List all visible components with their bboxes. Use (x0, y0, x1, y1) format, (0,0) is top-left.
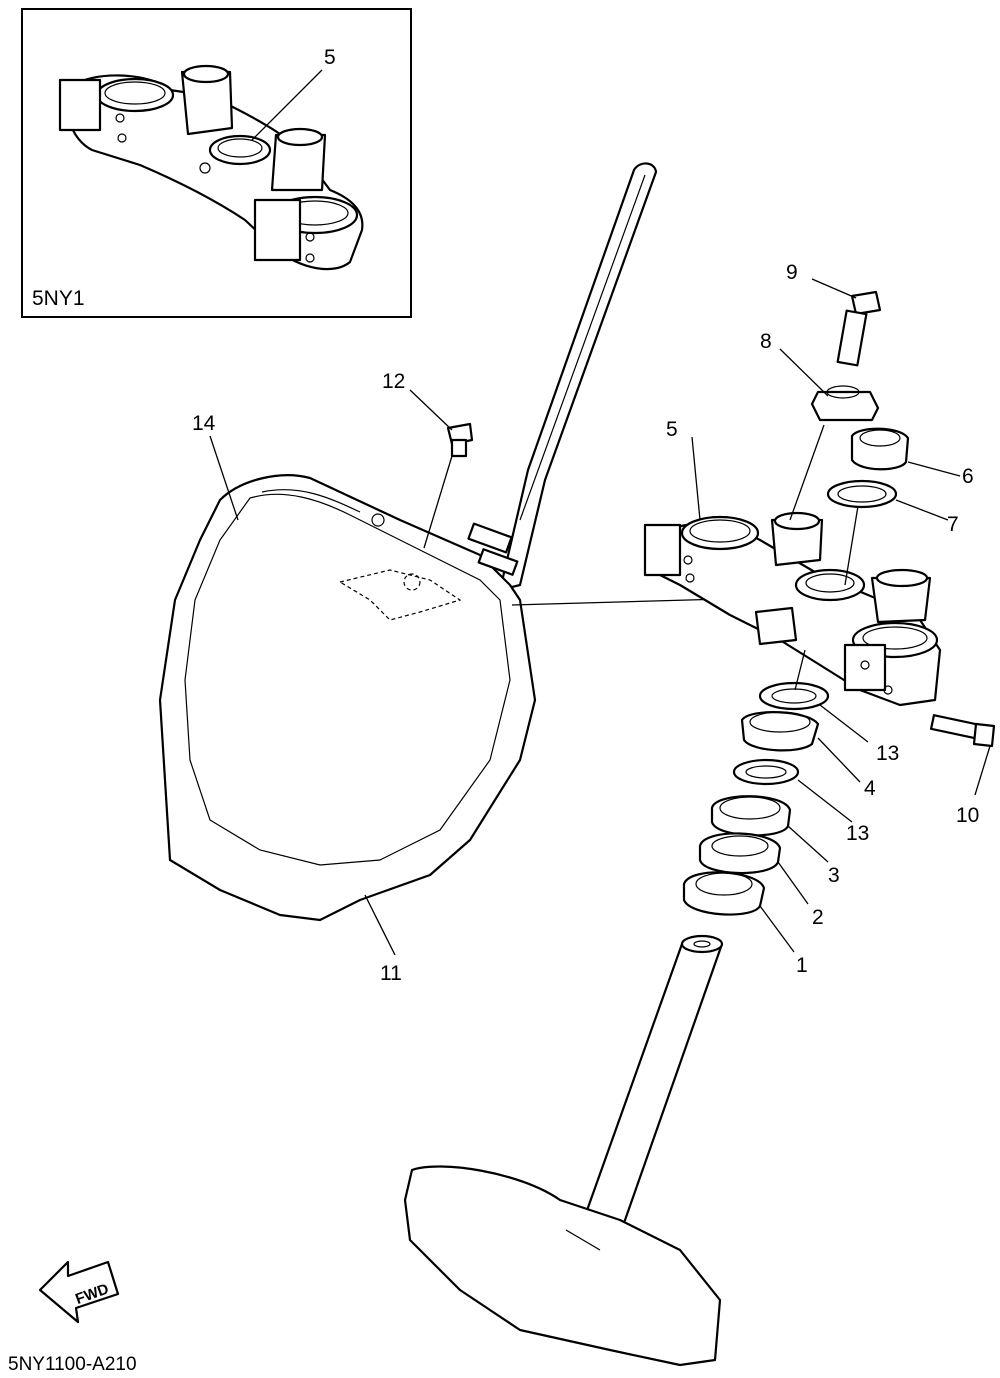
diagram-code: 5NY1100-A210 (8, 1354, 137, 1375)
callout-3: 3 (828, 864, 840, 887)
bolt-10-drawing (929, 714, 996, 748)
callout-5: 5 (666, 418, 678, 441)
number-plate-drawing (158, 162, 761, 922)
callout-10: 10 (956, 804, 979, 827)
washer-13-upper-drawing (758, 681, 830, 711)
callout-4: 4 (864, 777, 876, 800)
nut-6-drawing (850, 427, 910, 471)
inset-model-label: 5NY1 (32, 287, 85, 310)
callout-11: 11 (380, 962, 402, 985)
fwd-arrow: FWD (38, 1260, 120, 1324)
callout-2: 2 (812, 906, 824, 929)
callout-labels: 9 8 5 6 7 13 4 10 13 3 2 1 12 14 11 (192, 261, 979, 985)
callout-13-upper: 13 (876, 742, 899, 765)
steering-stem-drawing (403, 934, 724, 1367)
inset-callout-5: 5 (324, 46, 336, 69)
callout-6: 6 (962, 465, 974, 488)
leader-lines (209, 278, 991, 956)
callout-7: 7 (947, 513, 959, 536)
seal-1-drawing (682, 871, 766, 916)
inset-upper-bracket-drawing (58, 64, 364, 271)
callout-9: 9 (786, 261, 798, 284)
bearing-2-drawing (698, 832, 782, 875)
bolt-9-drawing (836, 290, 882, 367)
callout-12: 12 (382, 370, 405, 393)
ring-nut-4-drawing (740, 711, 820, 752)
washer-13-lower-drawing (732, 758, 800, 786)
inset-panel: 5 5NY1 (21, 8, 412, 318)
lower-bracket-5-drawing (643, 511, 942, 707)
callout-8: 8 (760, 330, 772, 353)
washer-7-drawing (826, 479, 898, 509)
handlebar-holder-8-drawing (810, 385, 880, 422)
bearing-cover-3-drawing (710, 795, 792, 837)
bolt-12-drawing (446, 422, 474, 458)
callout-1: 1 (796, 954, 808, 977)
callout-14: 14 (192, 412, 216, 435)
callout-13-lower: 13 (846, 822, 869, 845)
